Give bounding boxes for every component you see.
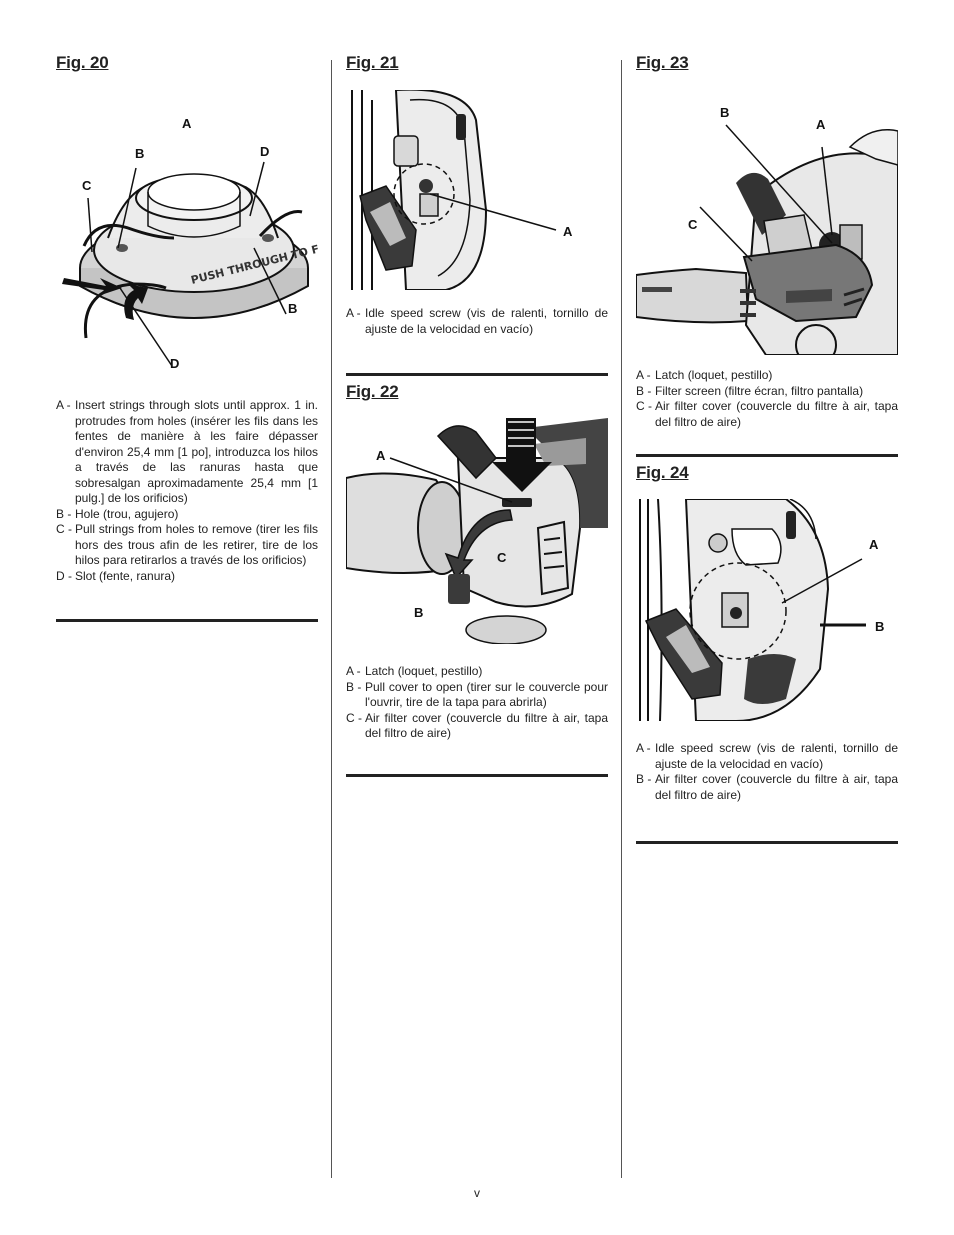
fig23-callout-c: C xyxy=(688,217,698,232)
fig23-title: Fig. 23 xyxy=(636,53,689,72)
legend-item: B -Filter screen (filtre écran, filtro p… xyxy=(636,383,864,398)
fig22-callout-b: B xyxy=(414,605,424,620)
section-rule xyxy=(636,841,898,844)
legend-item: A -Idle speed screw (vis de ralenti, tor… xyxy=(636,741,898,771)
column-divider-left xyxy=(331,60,332,1178)
section-rule xyxy=(636,454,898,457)
fig20-callout-a: A xyxy=(182,116,192,131)
fig20-title: Fig. 20 xyxy=(56,53,109,72)
fig21-illustration: A xyxy=(346,90,608,290)
fig22-illustration: A B C xyxy=(346,418,608,644)
column-middle: Fig. 21 A A -Idle speed screw (vis de ra… xyxy=(346,52,608,777)
fig24-legend: A -Idle speed screw (vis de ralenti, tor… xyxy=(636,741,898,803)
legend-item: A -Insert strings through slots until ap… xyxy=(56,398,318,505)
legend-item: C -Pull strings from holes to remove (ti… xyxy=(56,522,318,567)
fig20-callout-d-bottom: D xyxy=(170,356,180,371)
fig20-callout-c: C xyxy=(82,178,92,193)
fig21-title: Fig. 21 xyxy=(346,53,399,72)
air-filter-cover-drawing xyxy=(346,418,608,644)
legend-item: D -Slot (fente, ranura) xyxy=(56,568,176,583)
fig22-legend: A -Latch (loquet, pestillo) B -Pull cove… xyxy=(346,664,608,742)
engine-idle-screw-drawing xyxy=(346,90,557,290)
fig20-callout-b-top: B xyxy=(135,146,145,161)
section-rule xyxy=(346,773,608,777)
fig22-callout-a: A xyxy=(376,448,386,463)
page-number: v xyxy=(474,1186,480,1200)
legend-item: C -Air filter cover (couvercle du filtre… xyxy=(346,710,608,741)
filter-screen-drawing xyxy=(636,124,898,355)
fig21-legend: A -Idle speed screw (vis de ralenti, tor… xyxy=(346,306,608,337)
fig24-callout-a: A xyxy=(869,537,879,552)
fig24-illustration: A B xyxy=(636,499,898,721)
column-left: Fig. 20 PUSH THROUGH TO FIT xyxy=(56,52,318,622)
fig23-legend: A -Latch (loquet, pestillo) B -Filter sc… xyxy=(636,368,898,430)
section-rule xyxy=(56,619,318,622)
fig20-legend: A -Insert strings through slots until ap… xyxy=(56,398,318,584)
fig20-callout-d-top: D xyxy=(260,144,270,159)
fig22-title: Fig. 22 xyxy=(346,382,399,401)
legend-item: A -Idle speed screw (vis de ralenti, tor… xyxy=(346,306,608,336)
legend-item: C -Air filter cover (couvercle du filtre… xyxy=(636,399,898,429)
legend-item: B -Hole (trou, agujero) xyxy=(56,506,179,521)
section-rule xyxy=(346,373,608,376)
fig23-illustration: B A C xyxy=(636,85,898,355)
fig24-title: Fig. 24 xyxy=(636,463,689,482)
fig21-callout-a: A xyxy=(563,224,573,239)
trimmer-head-drawing: PUSH THROUGH TO FIT xyxy=(62,161,318,367)
fig23-callout-b: B xyxy=(720,105,730,120)
column-divider-right xyxy=(621,60,622,1178)
fig20-callout-b-bottom: B xyxy=(288,301,298,316)
fig24-callout-b: B xyxy=(875,619,885,634)
fig20-illustration: PUSH THROUGH TO FIT A B C D B D xyxy=(56,88,318,380)
fig23-callout-a: A xyxy=(816,117,826,132)
legend-item: B -Air filter cover (couvercle du filtre… xyxy=(636,772,898,802)
legend-item: B -Pull cover to open (tirer sur le couv… xyxy=(346,679,608,710)
column-right: Fig. 23 B A C A -Latch (loquet, pestillo… xyxy=(636,52,898,844)
fig22-callout-c: C xyxy=(497,550,507,565)
legend-item: A -Latch (loquet, pestillo) xyxy=(346,664,483,678)
idle-screw-closeup-drawing xyxy=(639,499,866,721)
legend-item: A -Latch (loquet, pestillo) xyxy=(636,368,773,382)
